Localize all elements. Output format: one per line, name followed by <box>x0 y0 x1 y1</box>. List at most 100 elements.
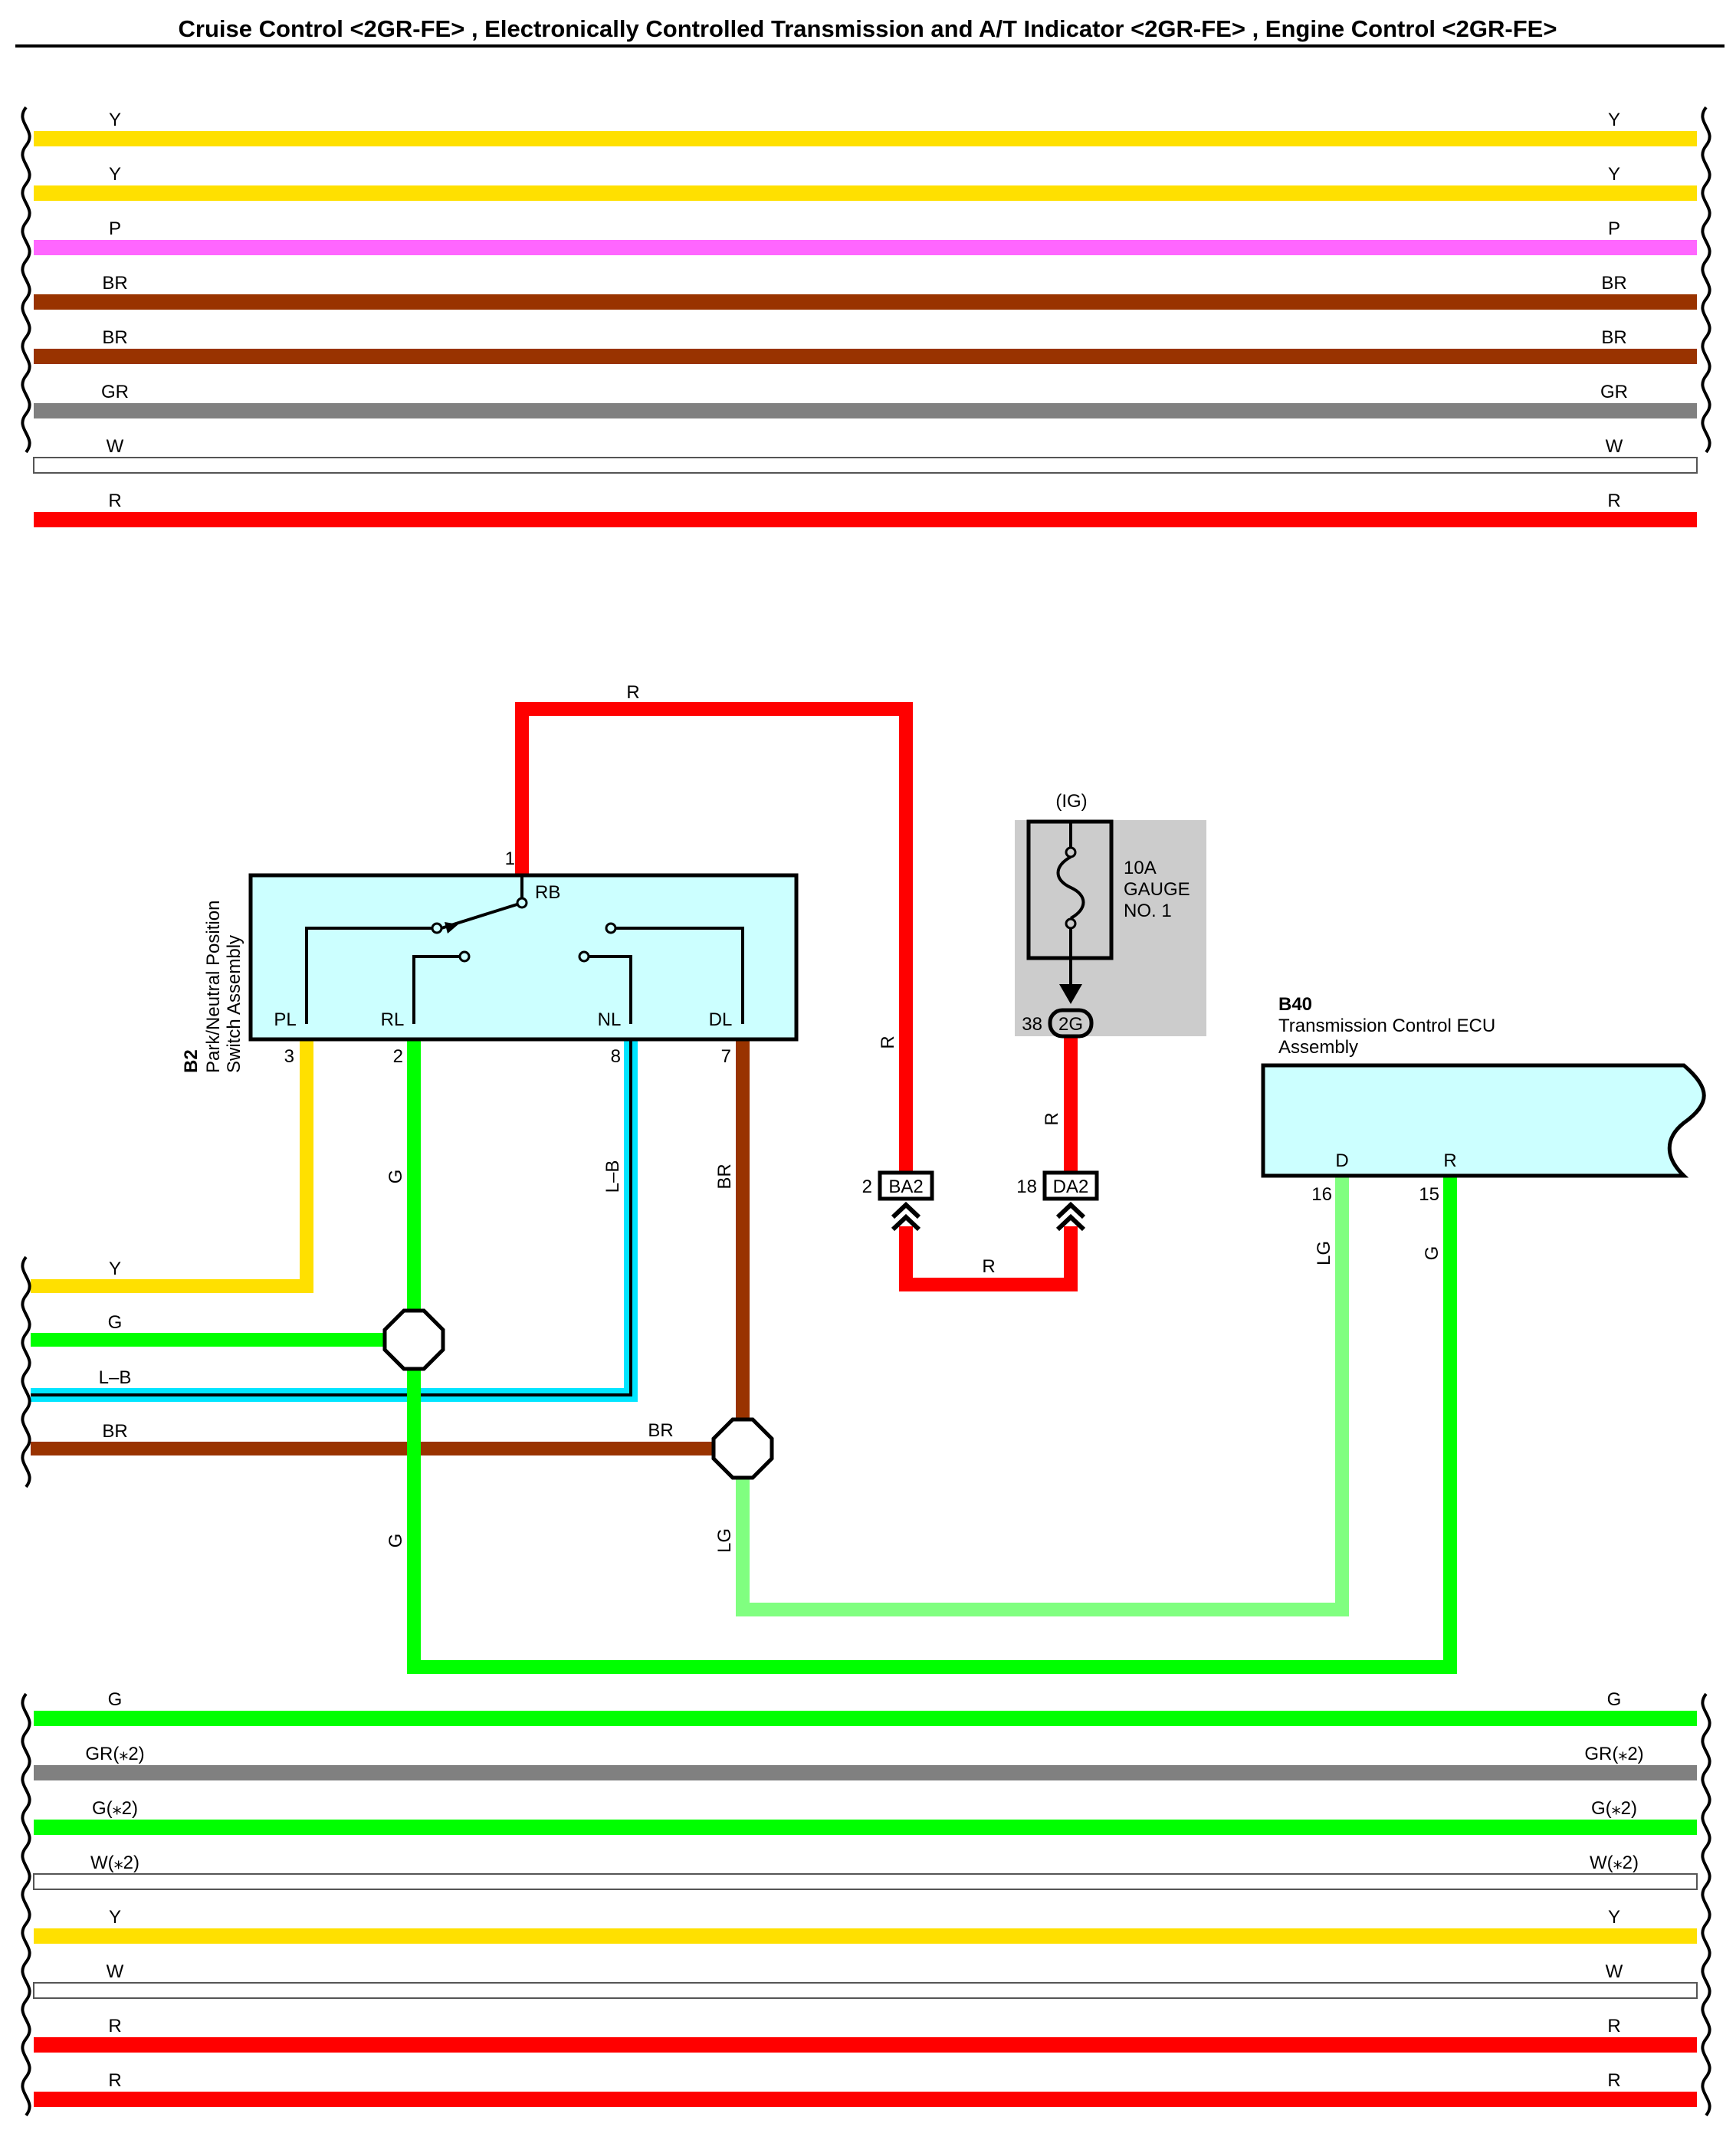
wire-label-left: W(⁎2) <box>90 1853 139 1873</box>
wire-line <box>34 512 1697 527</box>
wire-label-right: G <box>1607 1689 1622 1710</box>
connector-ba2-pin: 2 <box>862 1177 872 1197</box>
wire-line <box>33 1982 1698 1999</box>
ecu-terminal-r: R <box>1443 1150 1456 1171</box>
wire-label-left: Y <box>109 1907 121 1928</box>
wire-label-left: GR(⁎2) <box>85 1744 144 1764</box>
wire-label-left: R <box>108 491 121 511</box>
fuse-connector-2g <box>1048 1008 1094 1039</box>
wire-label-left: BR <box>102 273 127 294</box>
fuse-name-line3: NO. 1 <box>1124 901 1172 921</box>
wire-line <box>34 1928 1697 1944</box>
diagram-title: Cruise Control <2GR-FE> , Electronically… <box>179 15 1557 42</box>
wire-line <box>34 131 1697 146</box>
wire-label-left: W <box>107 1961 124 1982</box>
wire-label-right: R <box>1607 491 1620 511</box>
switch-lever-arrow <box>445 922 458 934</box>
wire-label-right: GR(⁎2) <box>1584 1744 1643 1764</box>
park-neutral-switch: 1 RB PL RL NL DL 3 2 8 7 B2 Park/Neutral… <box>181 848 799 1073</box>
top-wire-7: W W <box>33 436 1698 474</box>
left-wire-label-y: Y <box>109 1259 121 1279</box>
fuse-element <box>1056 855 1085 920</box>
wire-label-ecu-g: G <box>1422 1246 1442 1261</box>
fuse-arrow <box>1059 984 1082 1004</box>
connector-ba2: BA2 2 <box>862 1170 934 1232</box>
wire-label-left: G <box>108 1689 123 1710</box>
wire-label-lg-lower: LG <box>714 1528 735 1553</box>
wire-label-right: Y <box>1608 110 1620 130</box>
switch-terminal-dl: DL <box>709 1009 733 1030</box>
switch-pivot <box>516 897 528 909</box>
right-break-mark <box>1701 106 1711 454</box>
wire-label-r-fuse: R <box>1042 1112 1062 1125</box>
switch-terminal-pl: PL <box>274 1009 296 1030</box>
connector-da2: DA2 18 <box>1016 1170 1099 1232</box>
fuse-pin: 38 <box>1022 1014 1042 1035</box>
top-wire-5: BR BR <box>34 327 1697 364</box>
wire-label-left: Y <box>109 110 121 130</box>
switch-terminal-rl: RL <box>381 1009 405 1030</box>
fuse-terminal-bottom <box>1065 917 1077 930</box>
switch-dot-rl <box>458 950 471 963</box>
wire-label-r-top: R <box>626 682 639 703</box>
ecu-name-line2: Assembly <box>1278 1037 1358 1058</box>
connector-ba2-chevron-2 <box>891 1213 921 1232</box>
left-wire-label-lb: L–B <box>99 1367 132 1388</box>
wire-label-right: P <box>1608 218 1620 239</box>
wire-line <box>34 1820 1697 1835</box>
wire-label-r-vertical: R <box>878 1035 898 1049</box>
wire-label-right: G(⁎2) <box>1591 1798 1637 1819</box>
switch-pin-7: 7 <box>721 1046 731 1067</box>
switch-dot-nl <box>578 950 590 963</box>
wire-label-left: R <box>108 2016 121 2036</box>
right-break-mark <box>1701 1692 1711 2117</box>
fuse-circuit-label: (IG) <box>1055 791 1087 812</box>
connector-da2-label: DA2 <box>1053 1177 1089 1197</box>
top-wire-bundle: Y Y Y Y P P BR BR BR BR GR GR <box>21 106 1711 527</box>
junction-br <box>711 1417 774 1480</box>
fuse-terminal-top <box>1065 846 1077 858</box>
connector-ba2-chevron-1 <box>891 1201 921 1219</box>
bottom-wire-4: W(⁎2) W(⁎2) <box>33 1853 1698 1890</box>
wire-label-left: R <box>108 2070 121 2091</box>
connector-da2-chevron-1 <box>1055 1201 1086 1219</box>
top-wire-8: R R <box>34 491 1697 527</box>
switch-code: B2 <box>181 1049 202 1073</box>
wire-label-left: P <box>109 218 121 239</box>
bottom-wire-6: W W <box>33 1961 1698 1999</box>
wire-line <box>34 1711 1697 1726</box>
ecu-terminal-d: D <box>1335 1150 1348 1171</box>
bottom-wire-5: Y Y <box>34 1907 1697 1944</box>
switch-terminal-nl: NL <box>598 1009 622 1030</box>
switch-pin-2: 2 <box>393 1046 403 1067</box>
wire-line <box>33 1873 1698 1890</box>
wire-line <box>34 349 1697 364</box>
switch-pin-8: 8 <box>611 1046 621 1067</box>
wire-label-right: Y <box>1608 164 1620 185</box>
wire-label-right: GR <box>1600 382 1628 402</box>
bottom-wire-3: G(⁎2) G(⁎2) <box>34 1798 1697 1835</box>
wire-line <box>34 240 1697 255</box>
wire-label-right: Y <box>1608 1907 1620 1928</box>
top-wire-2: Y Y <box>34 164 1697 201</box>
left-wire-label-g: G <box>108 1312 123 1333</box>
bottom-wire-1: G G <box>34 1689 1697 1726</box>
top-wire-4: BR BR <box>34 273 1697 310</box>
connector-da2-pin: 18 <box>1016 1177 1037 1197</box>
switch-dot-pl <box>431 922 443 934</box>
ecu-pin-15: 15 <box>1419 1184 1439 1205</box>
top-wire-6: GR GR <box>34 382 1697 418</box>
wire-line <box>34 2037 1697 2053</box>
left-break-mark <box>21 106 31 454</box>
wire-label-g-down: G <box>386 1170 406 1184</box>
wire-label-br-junction: BR <box>648 1420 673 1441</box>
switch-contact-rl <box>412 955 464 1024</box>
switch-pin-3: 3 <box>284 1046 294 1067</box>
wire-line <box>34 185 1697 201</box>
wire-label-left: G(⁎2) <box>92 1798 138 1819</box>
bottom-wire-7: R R <box>34 2016 1697 2053</box>
wire-line <box>33 457 1698 474</box>
switch-contact-pl <box>305 927 437 1024</box>
switch-rb-label: RB <box>535 882 560 903</box>
